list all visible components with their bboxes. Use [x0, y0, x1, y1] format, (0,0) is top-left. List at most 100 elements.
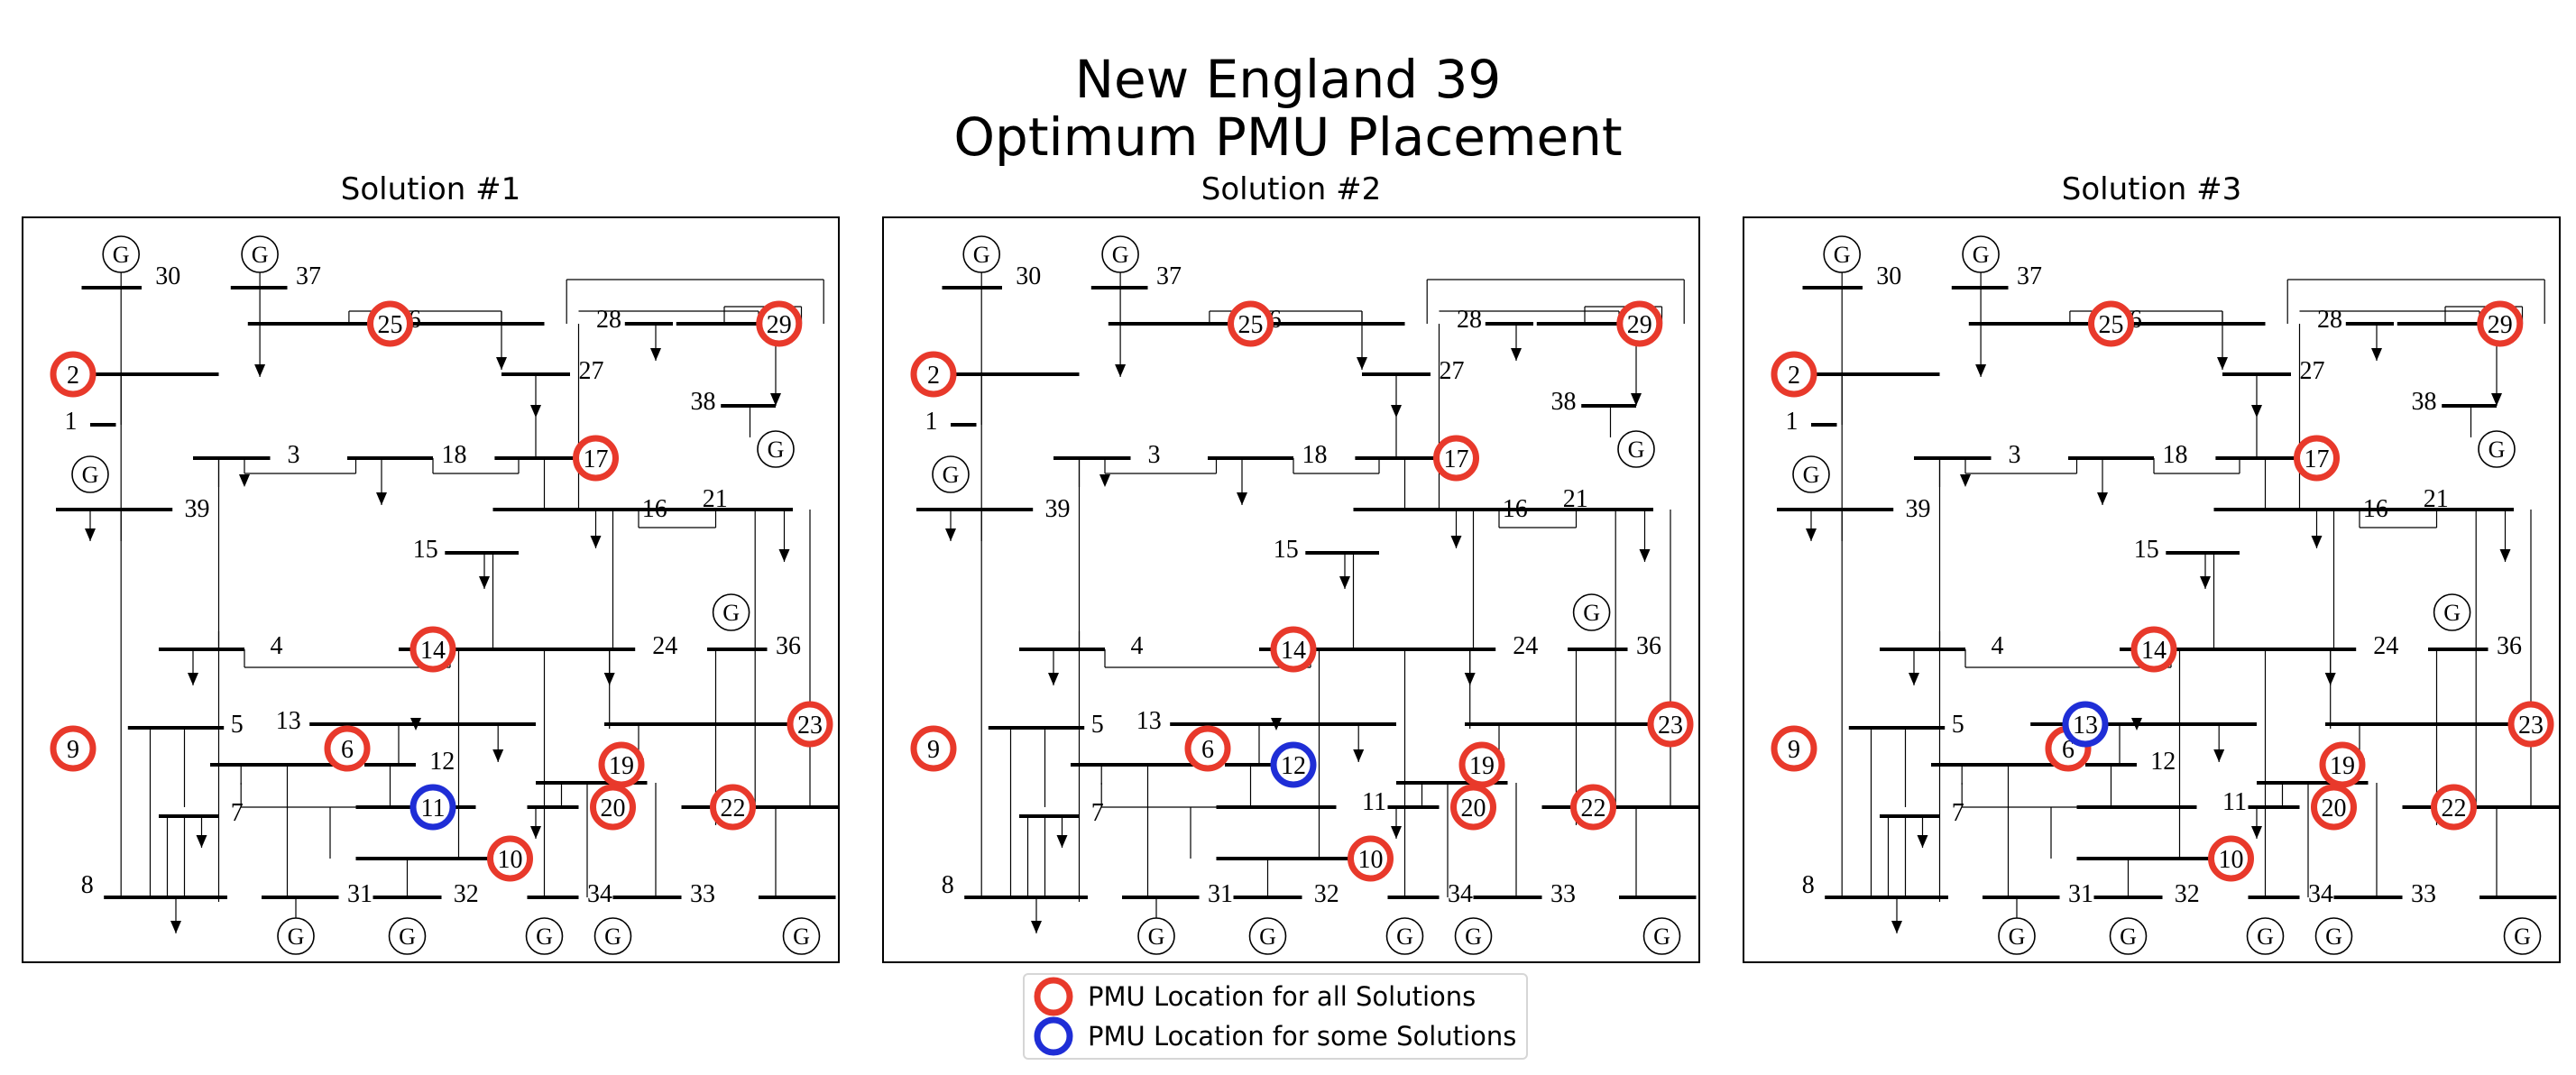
load-arrow-icon [530, 826, 541, 839]
pmu-some-bus-12 [1270, 741, 1317, 788]
bus-label-3: 3 [2009, 441, 2021, 469]
bus-label-31: 31 [347, 880, 373, 908]
legend: PMU Location for all Solutions PMU Locat… [1023, 973, 1528, 1060]
bus-label-39: 39 [1906, 495, 1931, 523]
load-arrow-icon [2311, 536, 2323, 548]
bus-label-27: 27 [1440, 357, 1465, 385]
bus-label-33: 33 [690, 880, 715, 908]
load-arrow-icon [1056, 835, 1068, 848]
load-arrow-icon [945, 528, 956, 541]
legend-item-some-solutions: PMU Location for some Solutions [1025, 1016, 1516, 1056]
bus-label-30: 30 [1876, 262, 1901, 290]
generator-icon-31 [1137, 917, 1175, 955]
generator-icon-36 [712, 593, 750, 631]
pmu-all-bus-20 [1450, 784, 1496, 831]
pmu-all-bus-19 [598, 741, 645, 788]
pmu-bus-label-23: 23 [1658, 712, 1683, 740]
load-arrow-icon [1115, 364, 1127, 377]
generator-icon-31 [1998, 917, 2036, 955]
bus-label-38: 38 [2412, 388, 2437, 416]
bus-label-18: 18 [2163, 441, 2188, 469]
pmu-some-bus-11 [409, 784, 456, 831]
pmu-some-bus-13 [2062, 701, 2109, 748]
load-arrow-icon [1048, 673, 1059, 685]
generator-icon-34 [525, 917, 564, 955]
generator-icon-30 [102, 235, 140, 273]
pmu-bus-label-17: 17 [584, 446, 609, 473]
blue-ring-icon [1034, 1016, 1073, 1056]
pmu-all-bus-25 [1228, 300, 1274, 347]
pmu-all-bus-29 [756, 300, 803, 347]
pmu-bus-label-12: 12 [1281, 752, 1306, 780]
pmu-bus-label-23: 23 [797, 712, 823, 740]
bus-label-24: 24 [2373, 632, 2398, 660]
load-arrow-icon [1806, 528, 1817, 541]
generator-symbol: G [722, 600, 740, 626]
load-arrow-icon [1450, 536, 1462, 548]
pmu-all-bus-22 [710, 784, 756, 831]
pmu-bus-label-22: 22 [2442, 795, 2467, 822]
generator-symbol: G [2257, 923, 2274, 950]
bus-label-38: 38 [691, 388, 716, 416]
load-arrow-icon [1391, 826, 1402, 839]
generator-symbol: G [288, 923, 305, 950]
pmu-bus-label-25: 25 [1238, 311, 1264, 339]
generator-symbol: G [973, 242, 990, 268]
load-arrow-icon [2097, 492, 2108, 505]
generator-symbol: G [1396, 923, 1413, 950]
pmu-bus-label-19: 19 [609, 752, 634, 780]
generator-icon-37 [241, 235, 279, 273]
generator-icon-33 [593, 917, 632, 955]
panel-title-solution-1: Solution #1 [340, 171, 521, 207]
pmu-bus-label-11: 11 [421, 795, 446, 822]
pmu-bus-label-29: 29 [1627, 311, 1652, 339]
bus-label-31: 31 [1208, 880, 1233, 908]
bus-label-8: 8 [942, 871, 954, 899]
bus-label-16: 16 [642, 495, 667, 523]
generator-symbol: G [604, 923, 621, 950]
bus-label-36: 36 [1636, 632, 1661, 660]
generator-icon-32 [388, 917, 427, 955]
generator-icon-34 [2246, 917, 2285, 955]
panel-title-solution-2: Solution #2 [1201, 171, 1382, 207]
pmu-all-bus-25 [2088, 300, 2134, 347]
legend-label-some-solutions: PMU Location for some Solutions [1088, 1021, 1517, 1052]
bus-label-21: 21 [1563, 485, 1588, 513]
pmu-bus-label-17: 17 [1444, 446, 1469, 473]
generator-icon-30 [1823, 235, 1861, 273]
bus-label-28: 28 [2317, 306, 2342, 334]
pmu-bus-label-2: 2 [927, 362, 940, 390]
generator-icon-32 [2109, 917, 2148, 955]
generator-symbol: G [1259, 923, 1276, 950]
generator-symbol: G [536, 923, 553, 950]
pmu-bus-label-13: 13 [2073, 712, 2098, 740]
generator-symbol: G [1803, 462, 1820, 488]
load-arrow-icon [1975, 364, 1987, 377]
load-arrow-icon [1391, 405, 1402, 418]
bus-label-21: 21 [2424, 485, 2449, 513]
load-arrow-icon [2217, 357, 2228, 370]
bus-label-28: 28 [596, 306, 621, 334]
load-arrow-icon [1960, 474, 1971, 487]
bus-label-36: 36 [2497, 632, 2522, 660]
load-arrow-icon [196, 835, 207, 848]
pmu-bus-label-22: 22 [1581, 795, 1606, 822]
bus-label-7: 7 [1952, 799, 1964, 827]
pmu-all-bus-22 [2431, 784, 2477, 831]
network-diagram-solution-2: GGGGGGGGGG134578111315161821242627283031… [882, 216, 1700, 963]
bus-label-11: 11 [1362, 788, 1386, 816]
generator-icon-39 [932, 455, 970, 493]
load-arrow-icon [530, 405, 541, 418]
generator-icon-35 [2503, 917, 2542, 955]
load-arrow-icon [1909, 673, 1919, 685]
generator-icon-36 [1572, 593, 1611, 631]
bus-label-1: 1 [1786, 408, 1799, 436]
generator-icon-35 [1642, 917, 1681, 955]
pmu-all-bus-23 [2507, 701, 2554, 748]
bus-label-16: 16 [1503, 495, 1528, 523]
bus-label-32: 32 [454, 880, 479, 908]
load-arrow-icon [1631, 393, 1642, 406]
bus-label-37: 37 [2017, 262, 2042, 290]
generator-icon-38 [2478, 430, 2516, 468]
load-arrow-icon [1237, 492, 1247, 505]
